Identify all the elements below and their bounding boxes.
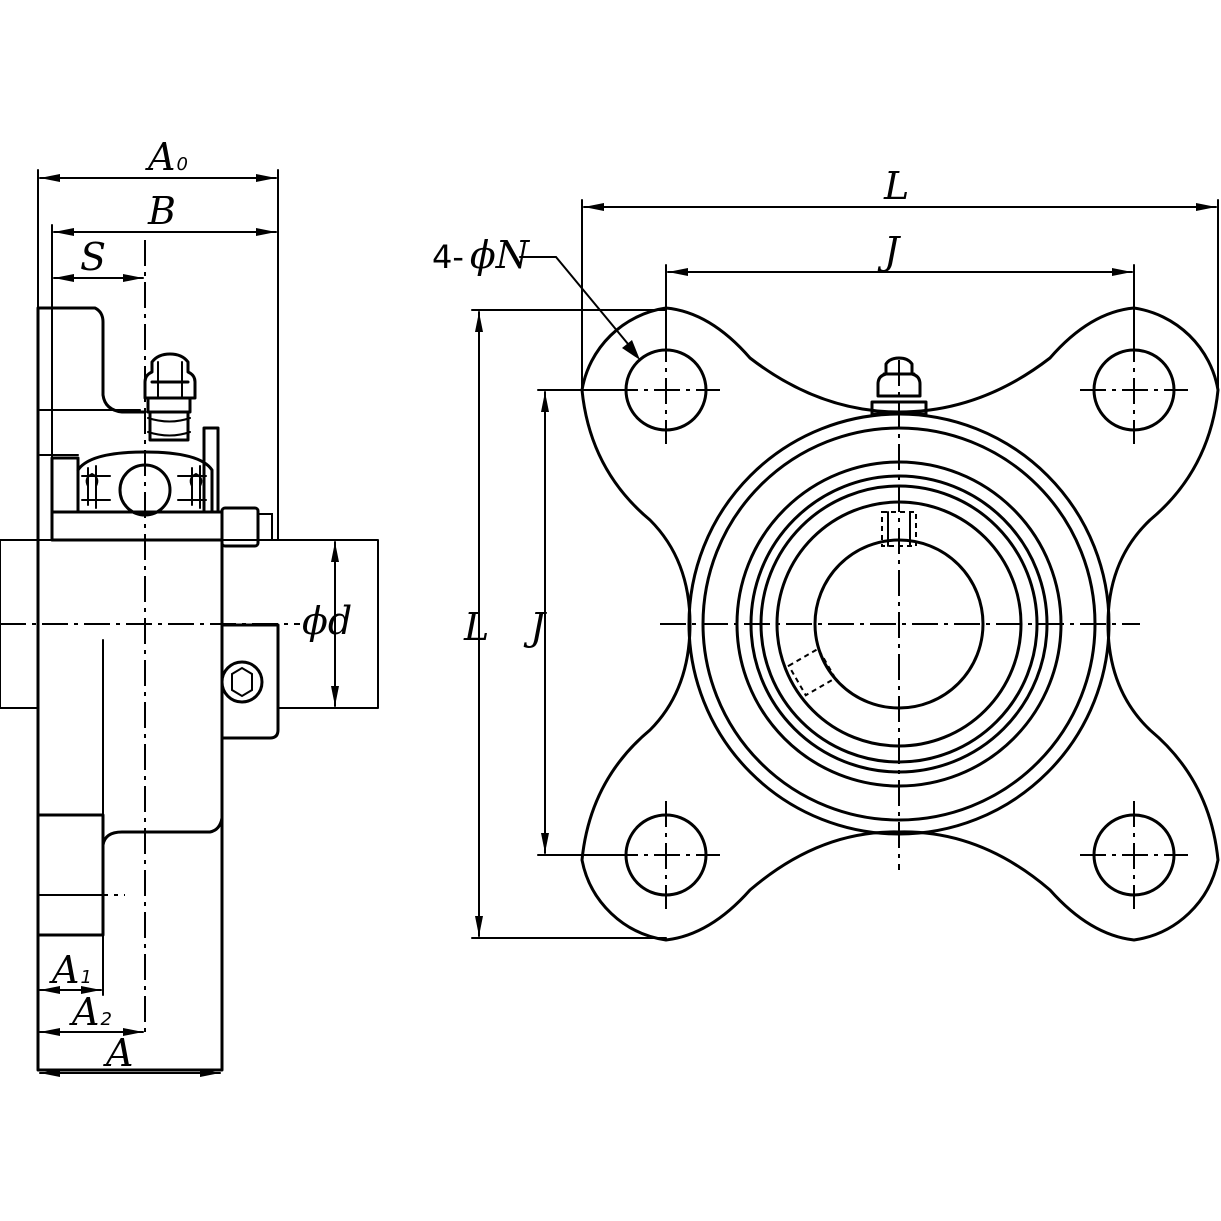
dim-A1-main: A [49, 948, 79, 992]
dim-A0-extension [37, 169, 279, 541]
dim-L-v-extension [471, 309, 667, 939]
side-insert-outer [50, 450, 214, 514]
side-lower-detail [37, 619, 104, 896]
side-hex-screw-outer [220, 660, 264, 704]
dim-A-label: A [103, 1031, 133, 1075]
bolt-hole-centrelines [612, 336, 1188, 909]
dim-A1-label: A1 [49, 948, 92, 992]
bolt-hole-leader [519, 256, 634, 351]
dim-A2-sub: 2 [100, 1009, 111, 1030]
side-flange-step [36, 813, 224, 937]
dim-J-h-label: J [877, 229, 901, 273]
side-collar-right [220, 623, 280, 740]
bolt-hole-callout-prefix: 4- [432, 238, 464, 276]
side-hex-screw-inner [231, 666, 253, 698]
dim-B-label: B [147, 189, 176, 233]
side-seal-right [189, 465, 203, 509]
dim-A2-main: A [69, 990, 99, 1034]
dim-d-label: ϕd [302, 599, 352, 643]
side-insert-body [50, 510, 224, 542]
side-seal-caps [81, 475, 207, 501]
side-housing-top-outline [36, 306, 147, 542]
bolt-hole-callout-main: ϕN [470, 233, 531, 277]
dim-S-label: S [80, 235, 106, 279]
side-shaft-hidden [0, 540, 379, 708]
side-insert-lip [39, 409, 141, 456]
bolt-hole-callout: 4-ϕN [432, 233, 531, 277]
side-seal-left [85, 465, 99, 509]
bolt-hole-leader-arrow [622, 340, 640, 360]
side-grease-nipple [143, 352, 197, 442]
dim-A0-sub: 0 [176, 154, 187, 175]
dim-L-v-label: L [463, 605, 489, 649]
dim-A0-label: A0 [145, 135, 188, 179]
side-grease-nipple-detail [147, 361, 191, 437]
side-setscrew-upper [220, 506, 260, 548]
side-view: A0 B S ϕd A1 A2 A [0, 135, 379, 1077]
side-collar-top [202, 426, 220, 514]
dim-A1-sub: 1 [80, 967, 91, 988]
front-flange-outline [580, 306, 1220, 942]
front-setscrew-top-detail [887, 511, 911, 547]
dim-A2-label: A2 [69, 990, 112, 1034]
dim-J-v-extension [537, 389, 627, 856]
dim-L-h-extension [581, 199, 1219, 391]
dim-A0-main: A [145, 135, 175, 179]
dim-L-h-label: L [883, 164, 909, 208]
side-setscrew-upper-detail [257, 513, 273, 541]
dim-J-v-label: J [523, 605, 547, 649]
front-setscrew-angled [787, 647, 837, 697]
dim-d-extension [321, 539, 353, 709]
dim-J-h-extension [665, 264, 1135, 351]
front-view: L J L J 4-ϕN [432, 164, 1220, 942]
